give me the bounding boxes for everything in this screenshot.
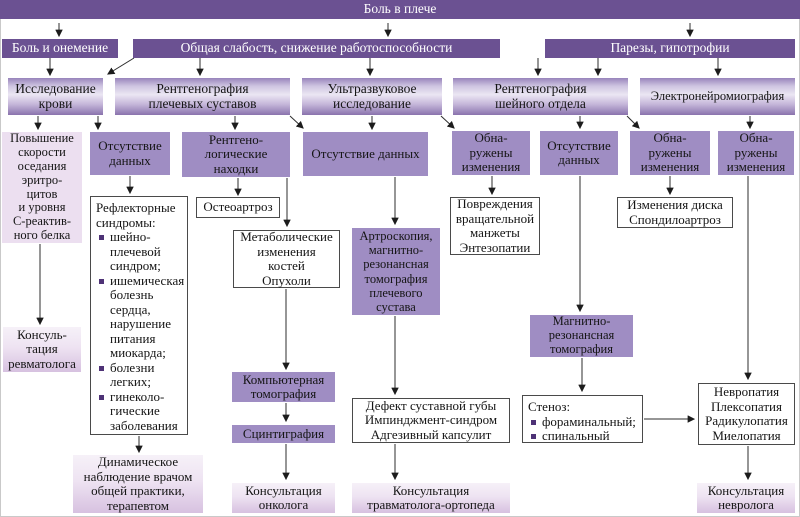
- diagnosis-metabolic-bone-changes: Метаболические изменения костей Опухоли: [233, 229, 340, 288]
- list-item: гинеколо- гические заболевания: [96, 388, 178, 434]
- action-dynamic-observation: Динамическое наблюдение врачом общей пра…: [73, 454, 203, 513]
- result-no-data-cervical: Отсутствие данных: [540, 131, 618, 175]
- bullet-square-icon: [99, 394, 104, 400]
- result-changes-cervical: Обна- ружены изменения: [630, 131, 710, 175]
- result-no-data-shoulder-xray: Отсутствие данных: [90, 132, 170, 175]
- result-changes-ultrasound: Обна- ружены изменения: [452, 131, 530, 175]
- list-item-label: спинальный: [542, 428, 610, 443]
- result-changes-emg: Обна- ружены изменения: [718, 131, 794, 175]
- finding-esr-crp-elevation: Повышение скорости оседания эритро- цито…: [2, 131, 82, 243]
- list-item-label: ишемическая болезнь сердца, нарушение пи…: [110, 272, 185, 360]
- test-arthroscopy-mri-shoulder: Артроскопия, магнитно- резонансная томог…: [352, 228, 440, 315]
- diagnosis-osteoarthrosis: Остеоартроз: [196, 197, 280, 218]
- diagnosis-disc-changes-spondyloarthrosis: Изменения диска Спондилоартроз: [617, 197, 733, 228]
- list-item: шейно- плечевой синдром;: [96, 229, 161, 274]
- list-item: спинальный: [528, 428, 610, 444]
- action-rheumatologist-consult: Консуль- тация ревматолога: [3, 327, 81, 372]
- result-no-data-ultrasound: Отсутствие данных: [303, 132, 428, 176]
- test-cervical-xray: Рентгенография шейного отдела: [453, 78, 628, 115]
- test-electroneuromyography: Электронейромиография: [640, 78, 795, 115]
- action-oncologist-consult: Консультация онколога: [232, 483, 335, 513]
- diagnosis-stenosis: Стеноз: фораминальный; спинальный: [522, 395, 643, 443]
- list-item: фораминальный;: [528, 413, 636, 430]
- test-ultrasound: Ультразвуковое исследование: [302, 78, 442, 115]
- result-xray-findings: Рентгено- логические находки: [182, 132, 290, 177]
- bullet-square-icon: [531, 434, 536, 439]
- action-neurologist-consult: Консультация невролога: [697, 483, 795, 513]
- test-blood: Исследование крови: [8, 78, 103, 115]
- symptom-paresis-hypotrophy: Парезы, гипотрофии: [545, 39, 795, 58]
- bullet-square-icon: [99, 235, 104, 240]
- diagnosis-neuropathy-plexopathy: Невропатия Плексопатия Радикулопатия Мие…: [698, 383, 795, 445]
- header-shoulder-pain: Боль в плече: [0, 0, 800, 19]
- symptom-general-weakness: Общая слабость, снижение работоспособнос…: [133, 39, 500, 58]
- list-item: ишемическая болезнь сердца, нарушение пи…: [96, 272, 185, 361]
- test-mri-cervical: Магнитно- резонансная томография: [530, 314, 633, 357]
- symptom-pain-numbness: Боль и онемение: [2, 39, 118, 58]
- reflex-syndromes-heading: Рефлекторные синдромы:: [96, 200, 176, 230]
- list-item: болезни легких;: [96, 359, 155, 390]
- stenosis-heading: Стеноз:: [528, 399, 571, 414]
- action-traumatologist-consult: Консультация травматолога-ортопеда: [352, 483, 510, 513]
- bullet-square-icon: [99, 278, 104, 284]
- diagnosis-labrum-defect-impingement: Дефект суставной губы Импинджмент-синдро…: [352, 398, 510, 443]
- diagnosis-rotator-cuff-injury: Повреждения вращательной манжеты Энтезоп…: [450, 196, 540, 255]
- bullet-square-icon: [99, 365, 104, 371]
- bullet-square-icon: [531, 419, 536, 425]
- diagnosis-reflex-syndromes: Рефлекторные синдромы: шейно- плечевой с…: [90, 196, 188, 435]
- list-item-label: шейно- плечевой синдром;: [110, 229, 161, 273]
- test-shoulder-xray: Рентгенография плечевых суставов: [115, 78, 290, 115]
- test-scintigraphy: Сцинтиграфия: [232, 425, 335, 443]
- list-item-label: болезни легких;: [110, 359, 155, 389]
- test-computed-tomography: Компьютерная томография: [232, 372, 335, 402]
- list-item-label: гинеколо- гические заболевания: [110, 388, 178, 433]
- list-item-label: фораминальный;: [542, 413, 636, 429]
